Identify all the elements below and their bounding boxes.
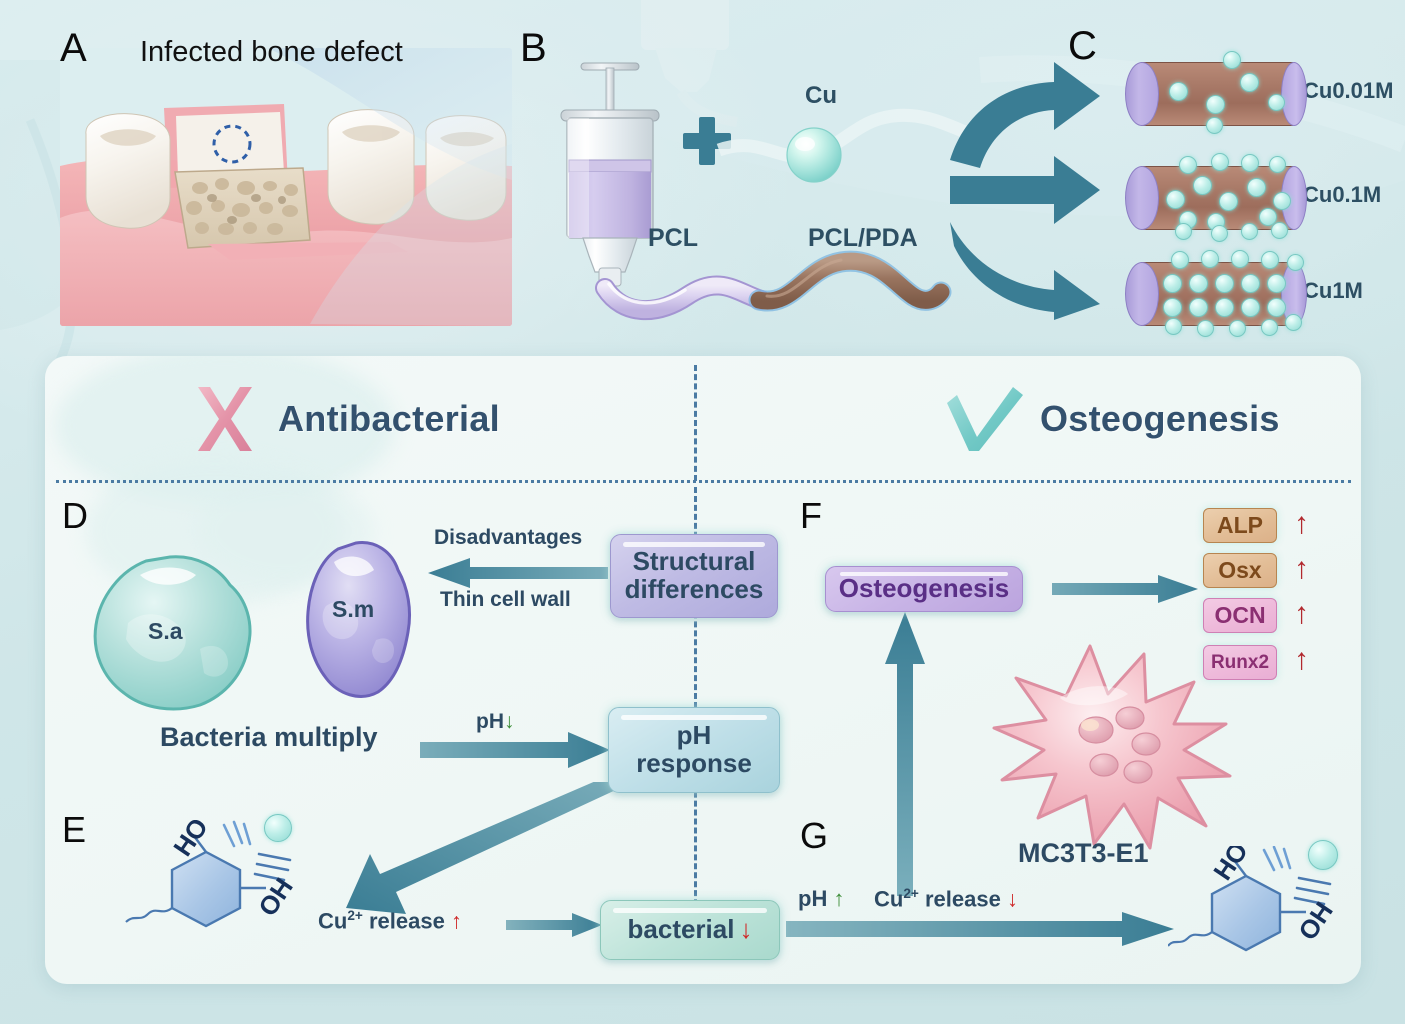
bacteria-sm-icon <box>306 541 412 698</box>
panel-a-letter: A <box>60 26 87 70</box>
marker-chip-alp[interactable]: ALP <box>1203 508 1277 543</box>
panel-d-letter: D <box>62 495 88 536</box>
cylinder-label-0: Cu0.01M <box>1303 78 1394 103</box>
cylinder-label-2: Cu1M <box>1303 278 1363 303</box>
arrow-down-green-icon: ↓ <box>504 710 515 733</box>
panel-c-letter: C <box>1068 24 1097 68</box>
ph-down-label: pH <box>476 710 504 733</box>
marker-chip-ocn[interactable]: OCN <box>1203 598 1277 633</box>
cylinder-cu01m <box>1113 153 1313 242</box>
ph-response-box[interactable]: pH response <box>608 707 780 793</box>
bacterial-label: bacterial <box>627 914 735 945</box>
thin-cell-wall-label: Thin cell wall <box>440 588 571 611</box>
panel-c-arrows <box>950 62 1100 320</box>
osteogenesis-box[interactable]: Osteogenesis <box>825 566 1023 612</box>
panel-f-letter: F <box>800 495 822 536</box>
marker-label-runx2: Runx2 <box>1210 651 1270 673</box>
marker-arrow-alp-icon: ↑ <box>1294 507 1309 540</box>
cylinder-label-1: Cu0.1M <box>1303 182 1382 207</box>
panel-a-title: Infected bone defect <box>140 36 403 68</box>
pcl-label: PCL <box>648 224 698 252</box>
bacterial-box[interactable]: bacterial↓ <box>600 900 780 960</box>
panel-b-letter: B <box>520 26 547 70</box>
osteogenesis-box-label: Osteogenesis <box>838 573 1010 604</box>
cross-x-icon <box>198 387 252 451</box>
cylinder-cu1m <box>1113 250 1313 337</box>
arrow-up-red-icon-e: ↑ <box>450 908 462 934</box>
panel-e-letter: E <box>62 809 87 850</box>
marker-chip-runx2[interactable]: Runx2 <box>1203 645 1277 680</box>
cu-release-label-e: Cu <box>318 908 348 934</box>
marker-arrow-osx-icon: ↑ <box>1294 552 1309 585</box>
arrow-down-red-icon-g: ↓ <box>1006 886 1018 912</box>
mc3t3-label: MC3T3-E1 <box>1018 838 1149 868</box>
cu-sup-g: 2+ <box>903 886 919 901</box>
cu-label-g: Cu <box>874 886 904 912</box>
vertical-divider-top <box>694 365 697 481</box>
catechol-molecule-right-icon: HO OH <box>1168 846 1339 952</box>
marker-arrow-ocn-icon: ↑ <box>1294 597 1309 630</box>
bacteria-sa-label: S.a <box>148 618 183 644</box>
dental-illustration <box>60 48 512 326</box>
cu-release-sup-e: 2+ <box>347 908 363 923</box>
osteogenesis-header-label: Osteogenesis <box>1040 398 1280 439</box>
svg-text:OH: OH <box>252 872 299 921</box>
arrow-structural-to-bacteria <box>428 558 608 588</box>
cu-label: Cu <box>805 82 837 109</box>
arrow-bacterial-to-molecule <box>786 912 1174 946</box>
bacteria-sa-icon <box>93 555 252 711</box>
ph-label-g: pH <box>798 886 828 911</box>
cu-particle-g-icon <box>1308 840 1338 870</box>
marker-label-ocn: OCN <box>1214 602 1266 628</box>
cu-rest-g: release <box>918 886 1001 912</box>
cu-release-up-group: Cu2+ release ↑ <box>318 908 462 934</box>
bacteria-multiply-label: Bacteria multiply <box>160 722 378 752</box>
structural-differences-line2: differences <box>624 574 764 604</box>
arrow-cu-to-bacterial <box>506 913 602 937</box>
pcl-pda-label: PCL/PDA <box>808 224 918 252</box>
arrow-multiply-to-ph <box>420 732 610 768</box>
horizontal-divider <box>56 480 1351 483</box>
arrow-g-to-osteogenesis <box>885 612 925 896</box>
mc3t3-cell-icon <box>992 644 1232 850</box>
arrow-up-green-icon-g: ↑ <box>833 886 845 911</box>
marker-label-alp: ALP <box>1217 512 1263 538</box>
ph-up-group-g: pH ↑ <box>798 886 844 912</box>
disadvantages-label: Disadvantages <box>434 526 583 549</box>
marker-label-osx: Osx <box>1218 557 1262 583</box>
panel-g-letter: G <box>800 815 829 856</box>
marker-chip-osx[interactable]: Osx <box>1203 553 1277 588</box>
ph-response-line1: pH <box>676 720 712 751</box>
panel-b-illustration <box>560 0 975 321</box>
arrow-ph-to-cu-release <box>346 782 620 914</box>
cylinder-cu001m <box>1113 51 1313 134</box>
svg-text:OH: OH <box>1292 896 1339 945</box>
check-mark-icon <box>947 387 1023 451</box>
structural-differences-line1: Structural <box>632 546 756 577</box>
cu-release-rest-e: release <box>362 908 445 934</box>
catechol-molecule-left-icon: HO OH <box>125 820 299 928</box>
ph-response-line2: response <box>636 748 752 778</box>
bacteria-sm-label: S.m <box>332 596 375 622</box>
arrow-down-red-icon: ↓ <box>739 914 753 945</box>
antibacterial-label: Antibacterial <box>278 398 500 439</box>
cu-particle-e-icon <box>264 814 292 842</box>
structural-differences-box[interactable]: Structural differences <box>610 534 778 618</box>
marker-arrow-runx2-icon: ↑ <box>1294 643 1309 676</box>
cu-release-down-group-g: Cu2+ release ↓ <box>874 886 1018 912</box>
arrow-osteogenesis-to-markers <box>1052 575 1198 603</box>
ph-down-group: pH↓ <box>476 710 515 734</box>
